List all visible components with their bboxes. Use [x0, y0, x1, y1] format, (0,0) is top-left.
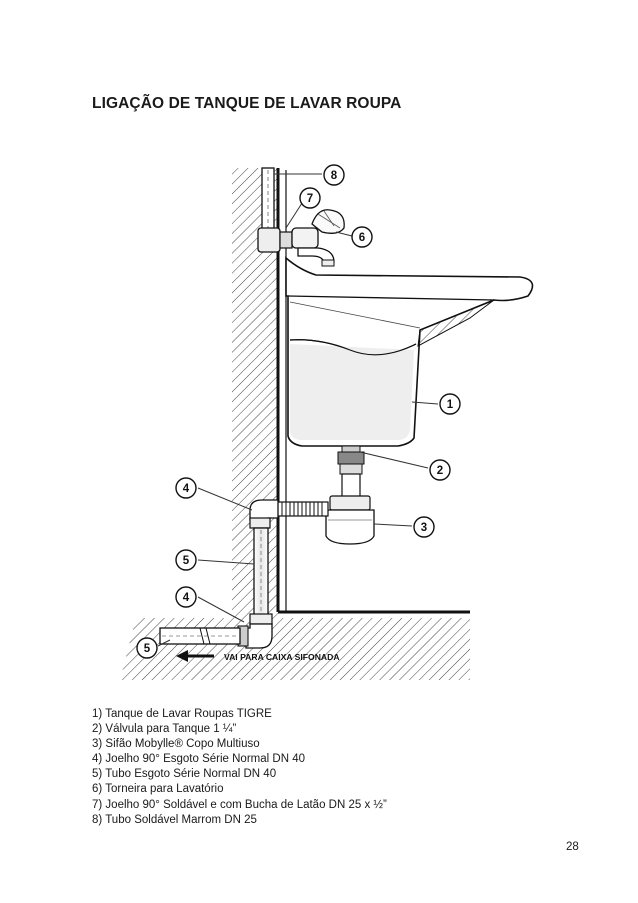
svg-text:7: 7	[307, 193, 313, 205]
flow-arrow	[176, 650, 214, 662]
svg-text:5: 5	[183, 555, 190, 567]
svg-text:6: 6	[359, 232, 365, 244]
callout-1: 1	[439, 393, 461, 415]
callout-4-lower: 4	[175, 586, 197, 608]
callout-leaders	[157, 173, 439, 647]
supply-pipe	[257, 167, 293, 253]
svg-text:3: 3	[421, 522, 427, 534]
svg-text:1: 1	[447, 399, 454, 411]
tank-valve	[337, 445, 365, 505]
legend-item: 1) Tanque de Lavar Roupas TIGRE	[92, 708, 272, 720]
callout-2: 2	[429, 459, 451, 481]
laundry-tank	[285, 256, 534, 447]
callout-4-upper: 4	[175, 477, 197, 499]
legend-item: 2) Válvula para Tanque 1 ¼”	[92, 723, 237, 736]
callout-5-upper: 5	[175, 549, 197, 571]
faucet	[291, 209, 345, 267]
svg-text:5: 5	[144, 643, 151, 655]
drain-pipe-horizontal	[159, 627, 241, 645]
drain-pipe-vertical	[253, 527, 269, 619]
siphon	[325, 495, 375, 545]
legend-item: 5) Tubo Esgoto Série Normal DN 40	[92, 768, 277, 781]
page-number: 28	[566, 841, 579, 853]
svg-text:4: 4	[183, 592, 190, 604]
callout-7: 7	[299, 187, 321, 209]
callout-8: 8	[323, 164, 345, 186]
legend-item: 8) Tubo Soldável Marrom DN 25	[92, 813, 257, 826]
legend-item: 7) Joelho 90° Soldável e com Bucha de La…	[92, 798, 387, 811]
callout-5-lower: 5	[136, 637, 158, 659]
parts-legend: 1) Tanque de Lavar Roupas TIGRE 2) Válvu…	[92, 707, 387, 828]
callout-3: 3	[413, 516, 435, 538]
callout-6: 6	[351, 226, 373, 248]
plumbing-diagram: VAI PARA CAIXA SIFONADA 1 2 3 4 5 6 7 8 …	[120, 164, 534, 680]
legend-item: 3) Sifão Mobylle® Copo Multiuso	[92, 738, 260, 751]
elbow-lower	[237, 613, 273, 649]
page-title: LIGAÇÃO DE TANQUE DE LAVAR ROUPA	[92, 95, 402, 112]
svg-text:4: 4	[183, 483, 190, 495]
flex-hose	[275, 501, 329, 517]
svg-text:8: 8	[331, 170, 338, 182]
drain-destination-label: VAI PARA CAIXA SIFONADA	[224, 652, 340, 662]
legend-item: 4) Joelho 90° Esgoto Série Normal DN 40	[92, 753, 305, 766]
svg-text:2: 2	[437, 465, 443, 477]
legend-item: 6) Torneira para Lavatório	[92, 783, 224, 796]
callouts: 1 2 3 4 5 6 7 8 4 5	[136, 164, 461, 659]
